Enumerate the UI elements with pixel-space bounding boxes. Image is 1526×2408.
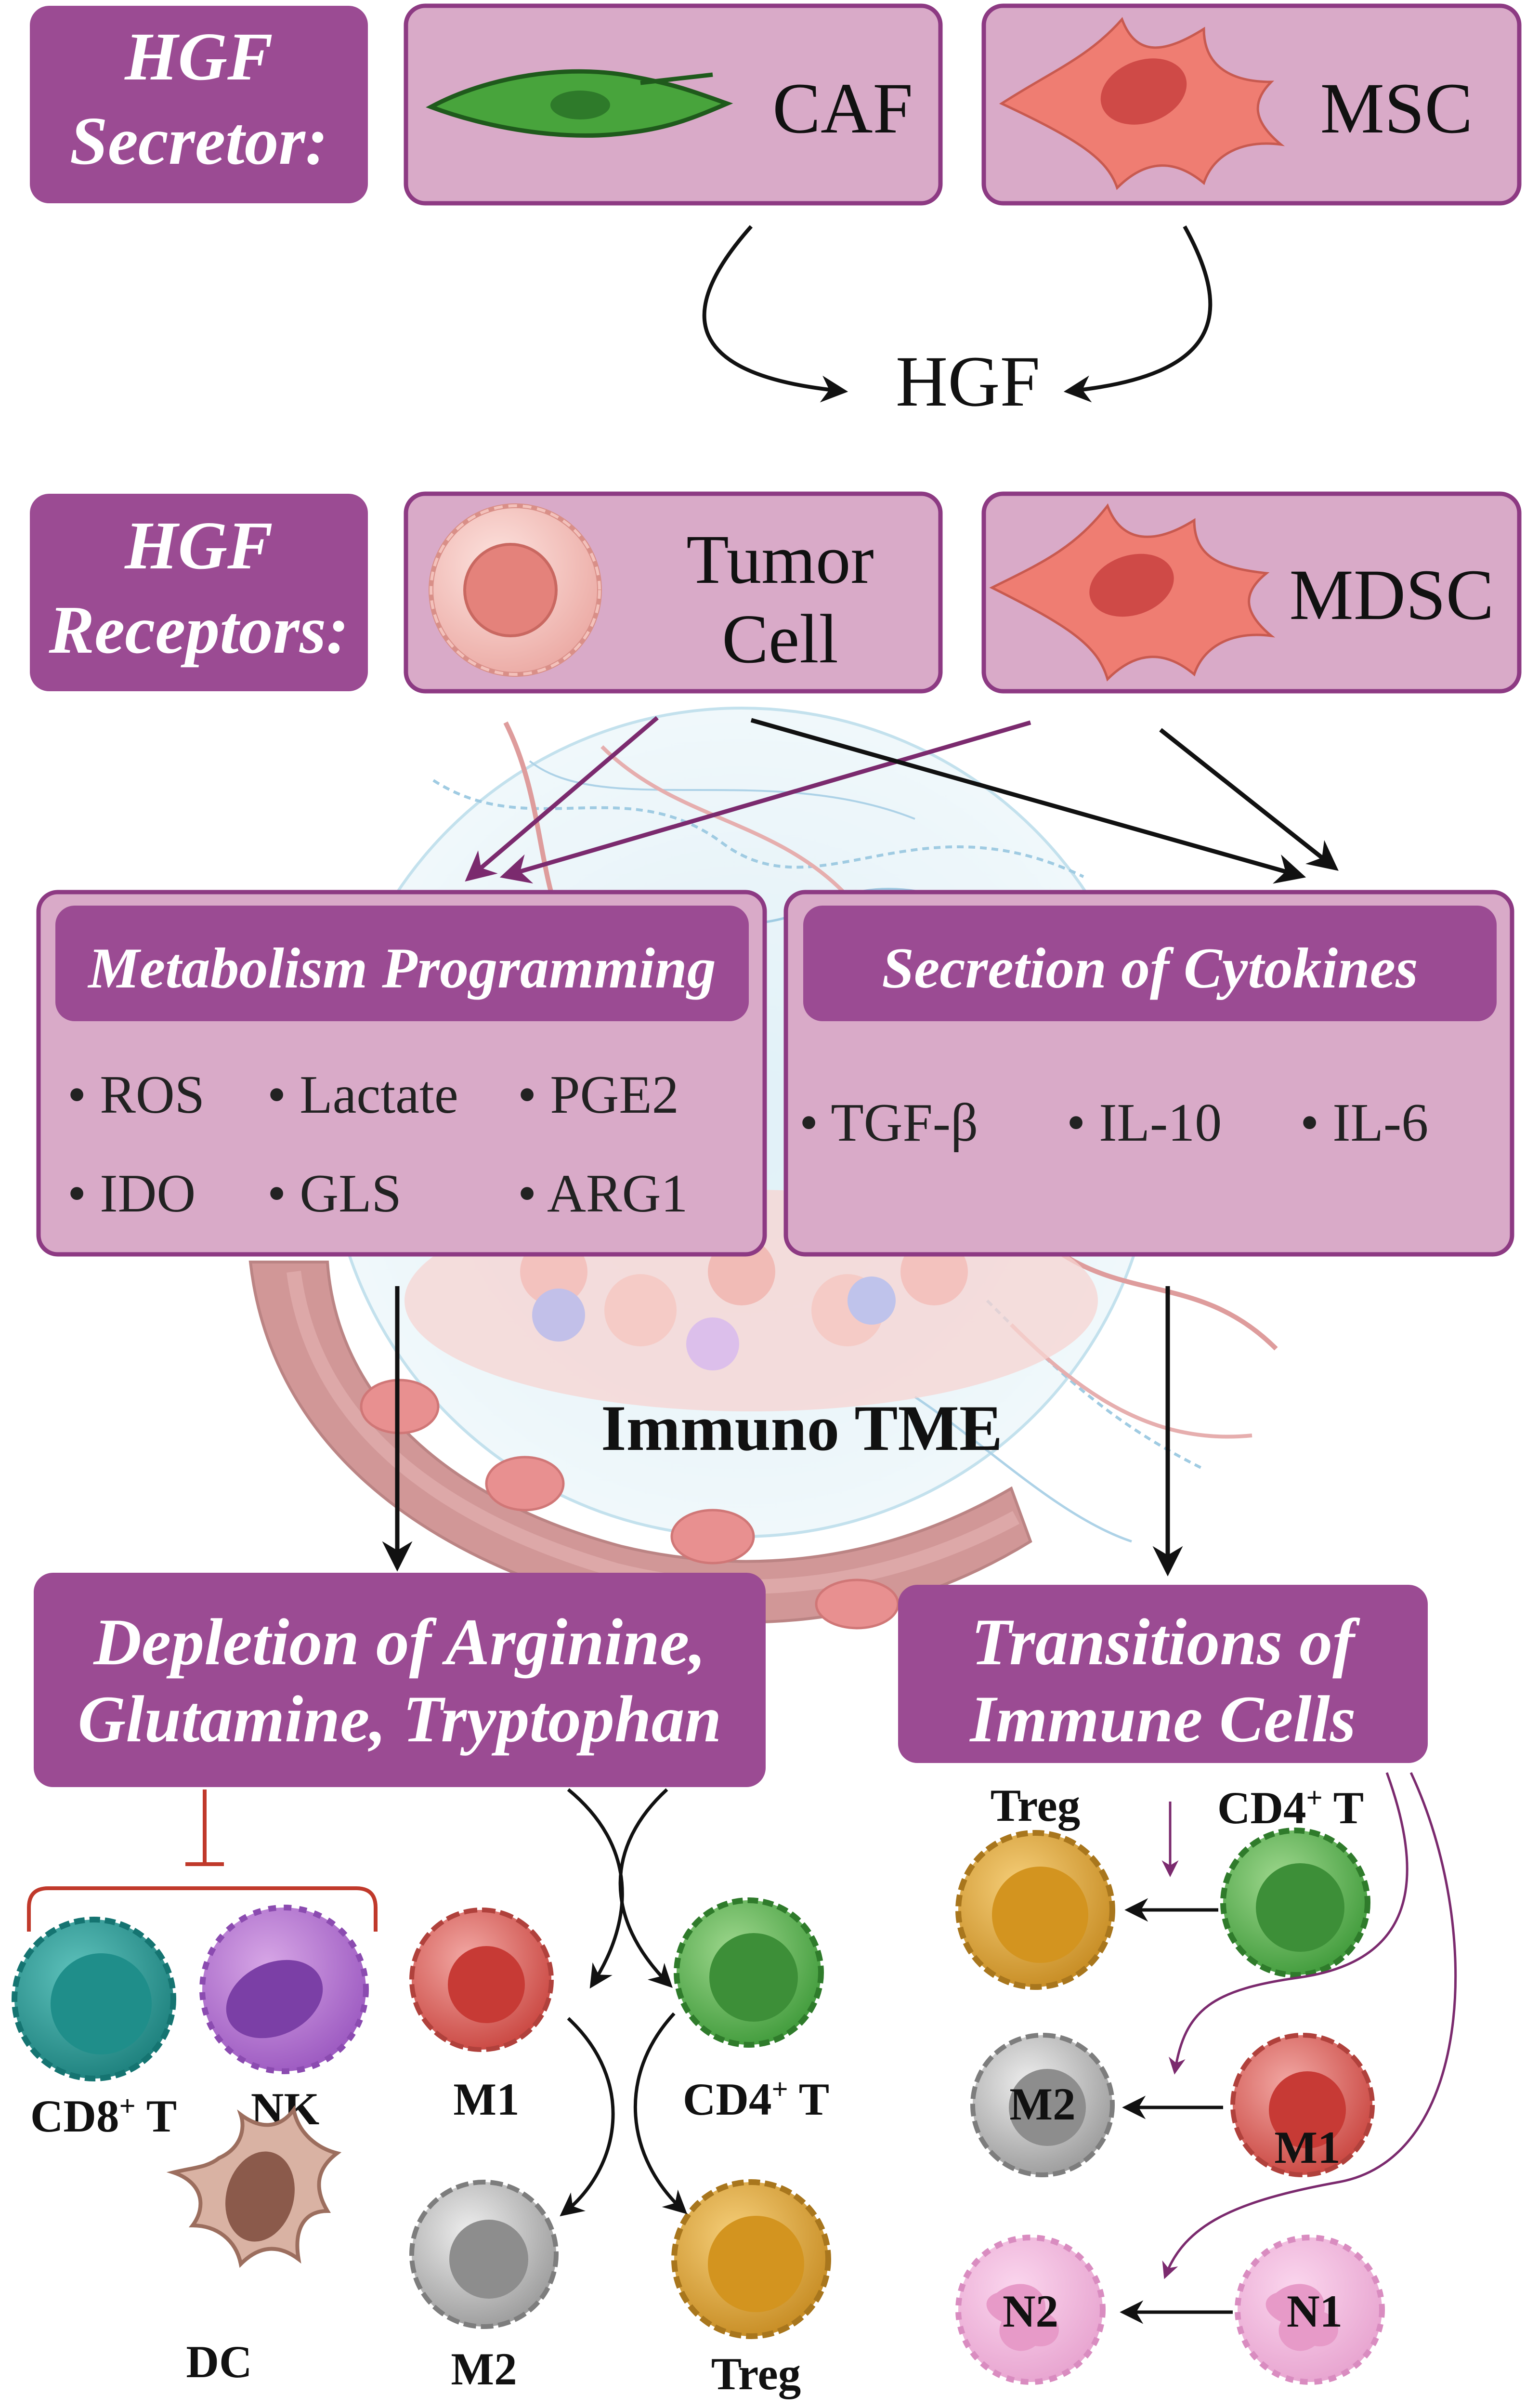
secretor-label-line1: HGF (124, 18, 273, 94)
arrow-cd4-to-treg (634, 2012, 688, 2214)
metabolism-item-ros: • ROS (67, 1065, 205, 1125)
m2-left-label: M2 (451, 2343, 517, 2395)
cytokines-title: Secretion of Cytokines (882, 936, 1418, 1000)
cytokines-item-tgfb: • TGF-β (799, 1093, 978, 1153)
cd4-t-right-label: CD4+ T (1217, 1782, 1364, 1833)
cytokines-header (803, 906, 1497, 1021)
arrow-transition-to-m2 (1168, 1772, 1409, 2075)
cytokines-item-il10: • IL-10 (1067, 1093, 1222, 1153)
treg-right-label: Treg (991, 1780, 1080, 1831)
mdsc-cell-icon (989, 503, 1276, 682)
arrow-mdsc-to-metabolism (499, 720, 1031, 884)
tumor-cell-label-line2: Cell (722, 601, 838, 678)
m1-left-label: M1 (453, 2074, 519, 2125)
n1-label: N1 (1287, 2286, 1343, 2337)
n2-cell-icon (955, 2235, 1106, 2385)
arrow-tumor-to-cytokines (750, 718, 1306, 884)
arrow-m1-to-m2 (560, 2017, 615, 2217)
m1-right-cell-icon (1230, 2033, 1375, 2177)
dc-label: DC (186, 2336, 252, 2387)
cd4-t-left-cell-icon (674, 1897, 824, 2048)
hgf-label: HGF (896, 342, 1040, 421)
arrow-transition-to-n2 (1162, 1772, 1457, 2279)
tumor-cell-icon (429, 503, 602, 677)
caf-label: CAF (772, 68, 913, 148)
arrow-depletion-to-m1-transition (567, 1788, 624, 1989)
depletion-line1: Depletion of Arginine, (92, 1605, 705, 1679)
treg-right-cell-icon (955, 1830, 1115, 1990)
cytokines-item-il6: • IL-6 (1300, 1093, 1428, 1153)
cd4-t-right-cell-icon (1220, 1828, 1370, 1978)
metabolism-title: Metabolism Programming (87, 936, 716, 1000)
transitions-line2: Immune Cells (969, 1682, 1356, 1756)
metabolism-item-pge2: • PGE2 (518, 1065, 679, 1125)
metabolism-item-gls: • GLS (267, 1164, 402, 1224)
m1-left-cell-icon (409, 1908, 554, 2052)
caf-cell-icon (426, 69, 733, 138)
transitions-line1: Transitions of (971, 1605, 1360, 1679)
msc-cell-icon (999, 17, 1285, 190)
cd4-t-left-label: CD4+ T (683, 2073, 829, 2125)
metabolism-item-ido: • IDO (67, 1164, 196, 1224)
n1-cell-icon (1235, 2235, 1385, 2385)
metabolism-header (55, 906, 749, 1021)
arrow-msc-to-hgf (1063, 225, 1213, 403)
n2-label: N2 (1003, 2286, 1058, 2337)
secretor-label-line2: Secretor: (70, 103, 328, 179)
m2-right-label: M2 (1009, 2079, 1075, 2130)
receptors-label-box (30, 494, 368, 691)
msc-label: MSC (1320, 68, 1473, 148)
arrow-tumor-to-metabolism (465, 716, 659, 882)
metabolism-item-arg1: • ARG1 (518, 1164, 688, 1224)
tumor-cell-label-line1: Tumor (686, 521, 874, 598)
transitions-box (898, 1585, 1428, 1763)
treg-left-cell-icon (671, 2179, 831, 2339)
depletion-line2: Glutamine, Tryptophan (78, 1682, 722, 1756)
metabolism-item-lactate: • Lactate (267, 1065, 458, 1125)
inhibition-bracket (27, 1790, 378, 1932)
m2-left-cell-icon (409, 2180, 559, 2329)
m1-right-label: M1 (1274, 2122, 1340, 2173)
tme-label: Immuno TME (601, 1393, 1003, 1464)
receptors-label-line1: HGF (124, 507, 273, 583)
secretor-label-box (30, 6, 368, 203)
mdsc-label: MDSC (1289, 555, 1494, 635)
nk-cell-icon (199, 1905, 369, 2074)
arrow-depletion-to-cd4-transition (618, 1788, 673, 1988)
receptors-label-line2: Receptors: (48, 592, 349, 668)
depletion-box (34, 1573, 766, 1787)
m2-right-cell-icon (970, 2033, 1115, 2177)
treg-left-label: Treg (711, 2348, 801, 2399)
arrow-mdsc-to-cytokines (1159, 728, 1339, 871)
cd8-t-cell-icon (12, 1917, 176, 2081)
arrow-caf-to-hgf (702, 225, 848, 403)
cd8-t-label: CD8+ T (30, 2090, 177, 2142)
dc-cell-icon (166, 2105, 342, 2268)
